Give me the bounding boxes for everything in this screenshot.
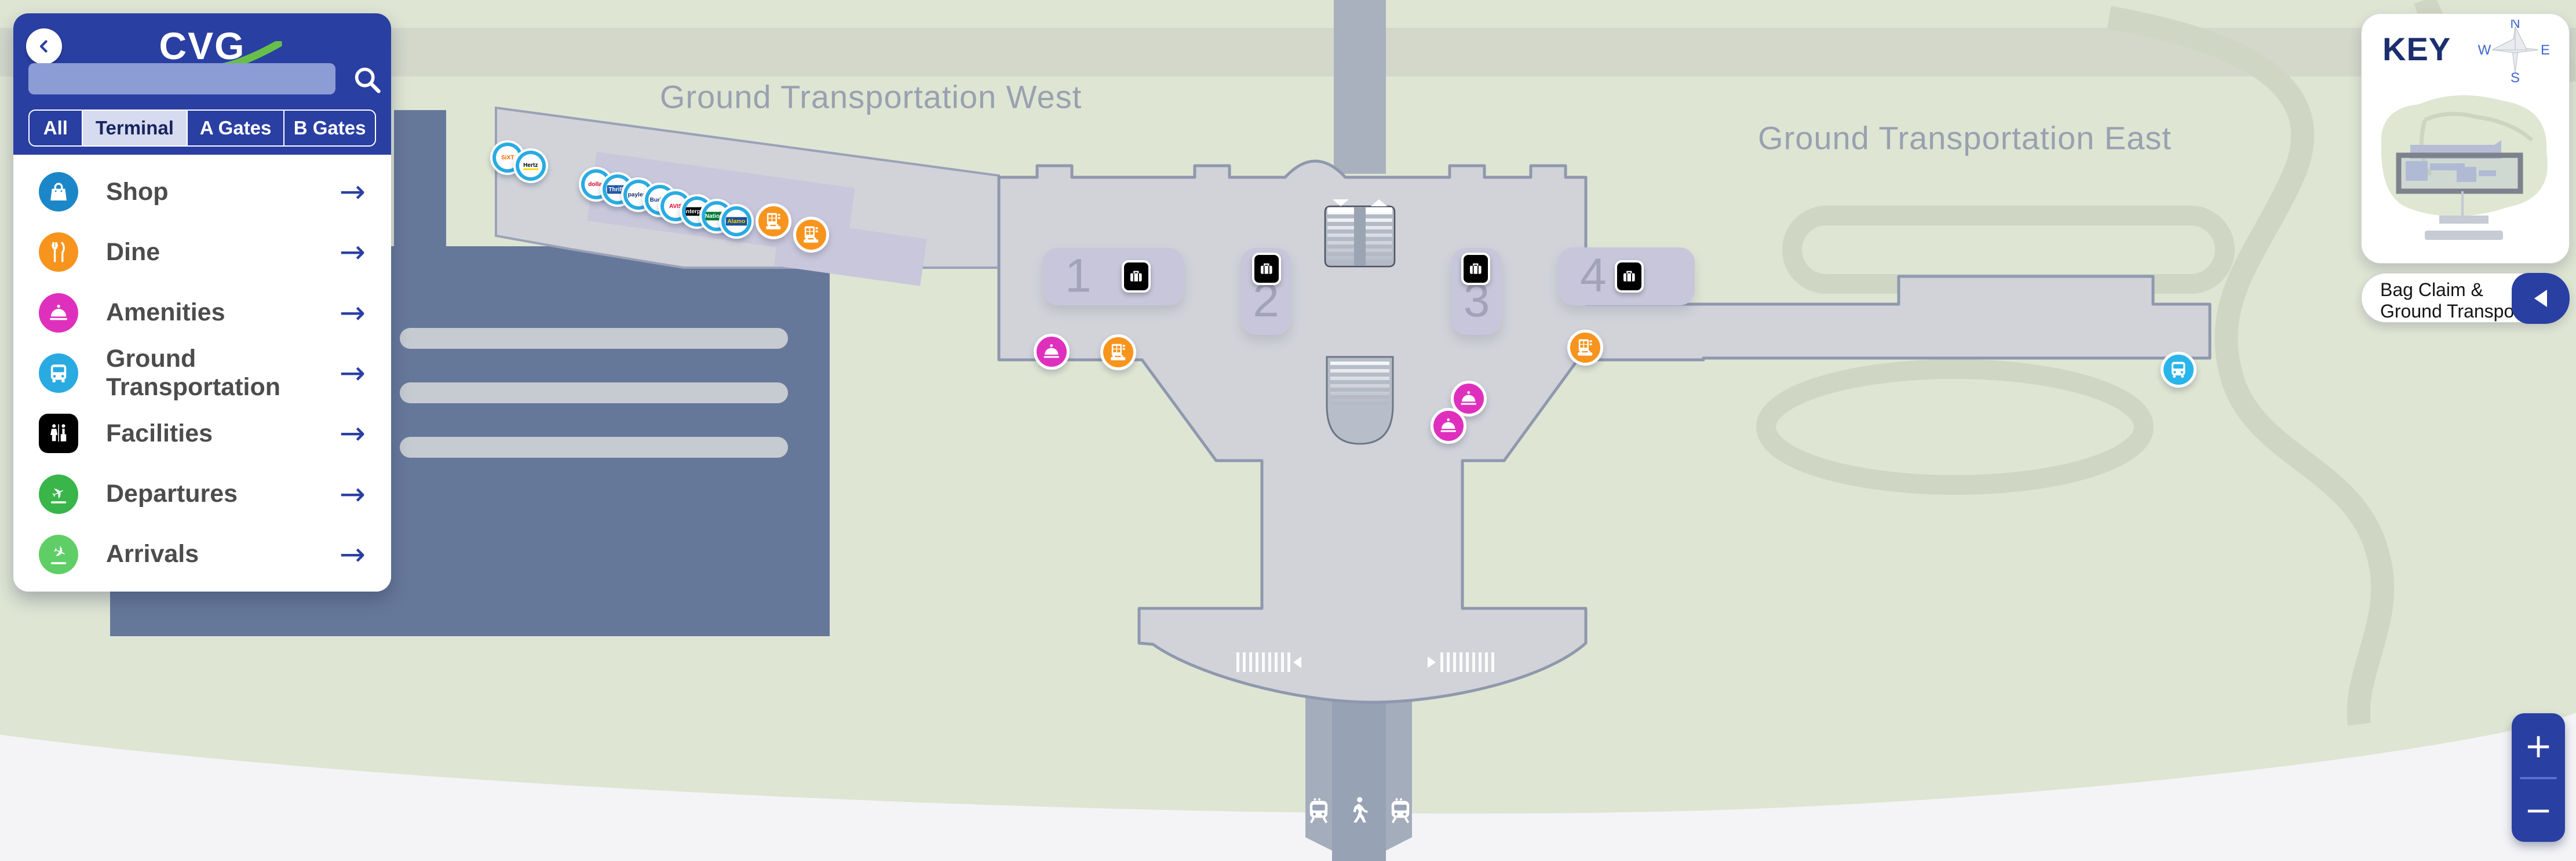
search-button[interactable] (347, 63, 388, 97)
toggle-label: Bag Claim & Ground Transport (2380, 279, 2526, 322)
cvg-logo: CVG (159, 24, 282, 74)
arrow-right-icon: → (339, 354, 366, 391)
bag-claim-icon[interactable] (1461, 253, 1490, 285)
svg-text:E: E (2541, 42, 2550, 58)
menu-item-arrivals[interactable]: ✈ Arrivals → (13, 524, 391, 585)
bus-icon (39, 353, 78, 393)
tab-b-gates[interactable]: B Gates (283, 111, 375, 145)
menu-item-shop[interactable]: Shop → (13, 162, 391, 222)
category-menu: Shop → Dine → Amenities → (13, 155, 391, 592)
region-label: Ground Transportation East (1758, 119, 2172, 156)
escalator-south (1326, 356, 1394, 445)
zoom-controls: + − (2512, 713, 2565, 842)
vending-machine-marker[interactable] (793, 217, 829, 253)
restroom-icon (39, 414, 78, 454)
rental-car-marker-dollar[interactable]: dollar (579, 167, 614, 202)
tab-all[interactable]: All (43, 117, 68, 138)
train-icon (1385, 796, 1415, 826)
arrow-right-icon: → (339, 535, 366, 572)
zoom-in-button[interactable]: + (2524, 725, 2553, 765)
plane-arrival-icon: ✈ (39, 534, 78, 574)
compass-icon: N E S W (2478, 20, 2550, 83)
rental-brand-label: SiXT (501, 154, 515, 161)
rental-car-marker-alamo[interactable]: Alamo (719, 204, 754, 239)
rental-brand-label: Alamo (725, 217, 747, 226)
rental-brand-label: dollar (588, 181, 604, 188)
zone-number: 1 (1065, 249, 1092, 302)
chevron-left-icon (39, 40, 48, 53)
key-title: KEY (2382, 31, 2451, 67)
arrow-right-icon: → (339, 294, 366, 331)
search-input[interactable] (28, 63, 335, 94)
moving-walkways (1235, 652, 1495, 672)
rental-brand-chip: dollar (579, 167, 614, 202)
search-icon (355, 67, 381, 93)
key-panel: KEY N E S W (2361, 13, 2570, 264)
menu-item-dine[interactable]: Dine → (13, 222, 391, 282)
menu-item-label: Shop (106, 177, 169, 206)
skybridge-walkway (1334, 0, 1386, 174)
svg-text:✈: ✈ (49, 483, 68, 505)
rental-brand-label: AVIS (669, 203, 683, 210)
vending-machine-marker[interactable] (1100, 334, 1136, 370)
rental-brand-chip: Hertz (513, 148, 548, 183)
rental-car-marker-hertz[interactable]: Hertz (513, 148, 548, 183)
menu-item-label: Facilities (106, 419, 213, 447)
amenity-marker[interactable] (1431, 408, 1466, 444)
rental-brand-label: payless (627, 191, 650, 198)
sidebar: CVG All Terminal A Gates B Gates (13, 13, 391, 592)
zoom-out-button[interactable]: − (2524, 790, 2553, 830)
shopping-bag-icon (39, 172, 78, 212)
menu-item-ground-transportation[interactable]: Ground Transportation → (13, 343, 391, 403)
bag-claim-icon[interactable] (1122, 260, 1151, 293)
bag-claim-zone-1[interactable]: 1 (1043, 248, 1184, 305)
menu-item-label: Arrivals (106, 540, 199, 568)
menu-item-label: Dine (106, 238, 160, 266)
parking-rows (400, 328, 788, 458)
arrow-right-icon: → (339, 173, 366, 210)
plane-departure-icon: ✈ (39, 474, 78, 514)
cloche-icon (39, 293, 78, 333)
bag-claim-icon[interactable] (1252, 253, 1281, 285)
vending-machine-marker[interactable] (756, 203, 791, 239)
arrow-right-icon: → (339, 234, 366, 271)
zoom-divider (2520, 777, 2557, 779)
arrow-right-icon: → (339, 475, 366, 512)
bag-claim-ground-transport-toggle[interactable]: Bag Claim & Ground Transport (2361, 273, 2570, 324)
rental-brand-label: Hertz (523, 162, 538, 170)
region-label: Ground Transportation West (659, 78, 1082, 115)
menu-item-label: Amenities (106, 298, 225, 327)
cvg-logo-text: CVG (159, 24, 246, 67)
tab-a-gates[interactable]: A Gates (187, 111, 283, 145)
rental-brand-chip: Alamo (719, 204, 754, 239)
vending-machine-marker[interactable] (1567, 330, 1603, 366)
arrow-right-icon: → (339, 415, 366, 452)
sidebar-header: CVG All Terminal A Gates B Gates (13, 13, 391, 155)
svg-text:✈: ✈ (50, 542, 68, 563)
bag-claim-icon[interactable] (1615, 260, 1644, 293)
zone-number: 4 (1580, 249, 1607, 302)
train-icon (1304, 796, 1334, 826)
tab-terminal[interactable]: Terminal (81, 111, 187, 145)
toggle-collapse-button[interactable] (2512, 273, 2570, 324)
amenity-marker[interactable] (1034, 334, 1070, 370)
menu-item-label: Departures (106, 480, 238, 508)
terminal-building (997, 159, 2212, 704)
utensils-icon (39, 232, 78, 272)
filter-tabs: All Terminal A Gates B Gates (28, 110, 376, 147)
svg-text:N: N (2510, 20, 2520, 31)
escalator-north (1324, 199, 1396, 268)
overview-minimap (2381, 95, 2548, 240)
back-button[interactable] (26, 28, 62, 64)
menu-item-label: Ground Transportation (106, 344, 281, 401)
menu-item-departures[interactable]: ✈ Departures → (13, 464, 391, 524)
triangle-left-icon (2534, 290, 2547, 307)
menu-item-facilities[interactable]: Facilities → (13, 403, 391, 464)
svg-text:S: S (2511, 70, 2520, 83)
menu-item-amenities[interactable]: Amenities → (13, 283, 391, 343)
bus-stop-marker[interactable] (2161, 352, 2196, 388)
svg-text:W: W (2478, 42, 2491, 58)
viewport-indicator (2396, 152, 2523, 194)
pedestrian-icon (1344, 795, 1374, 825)
